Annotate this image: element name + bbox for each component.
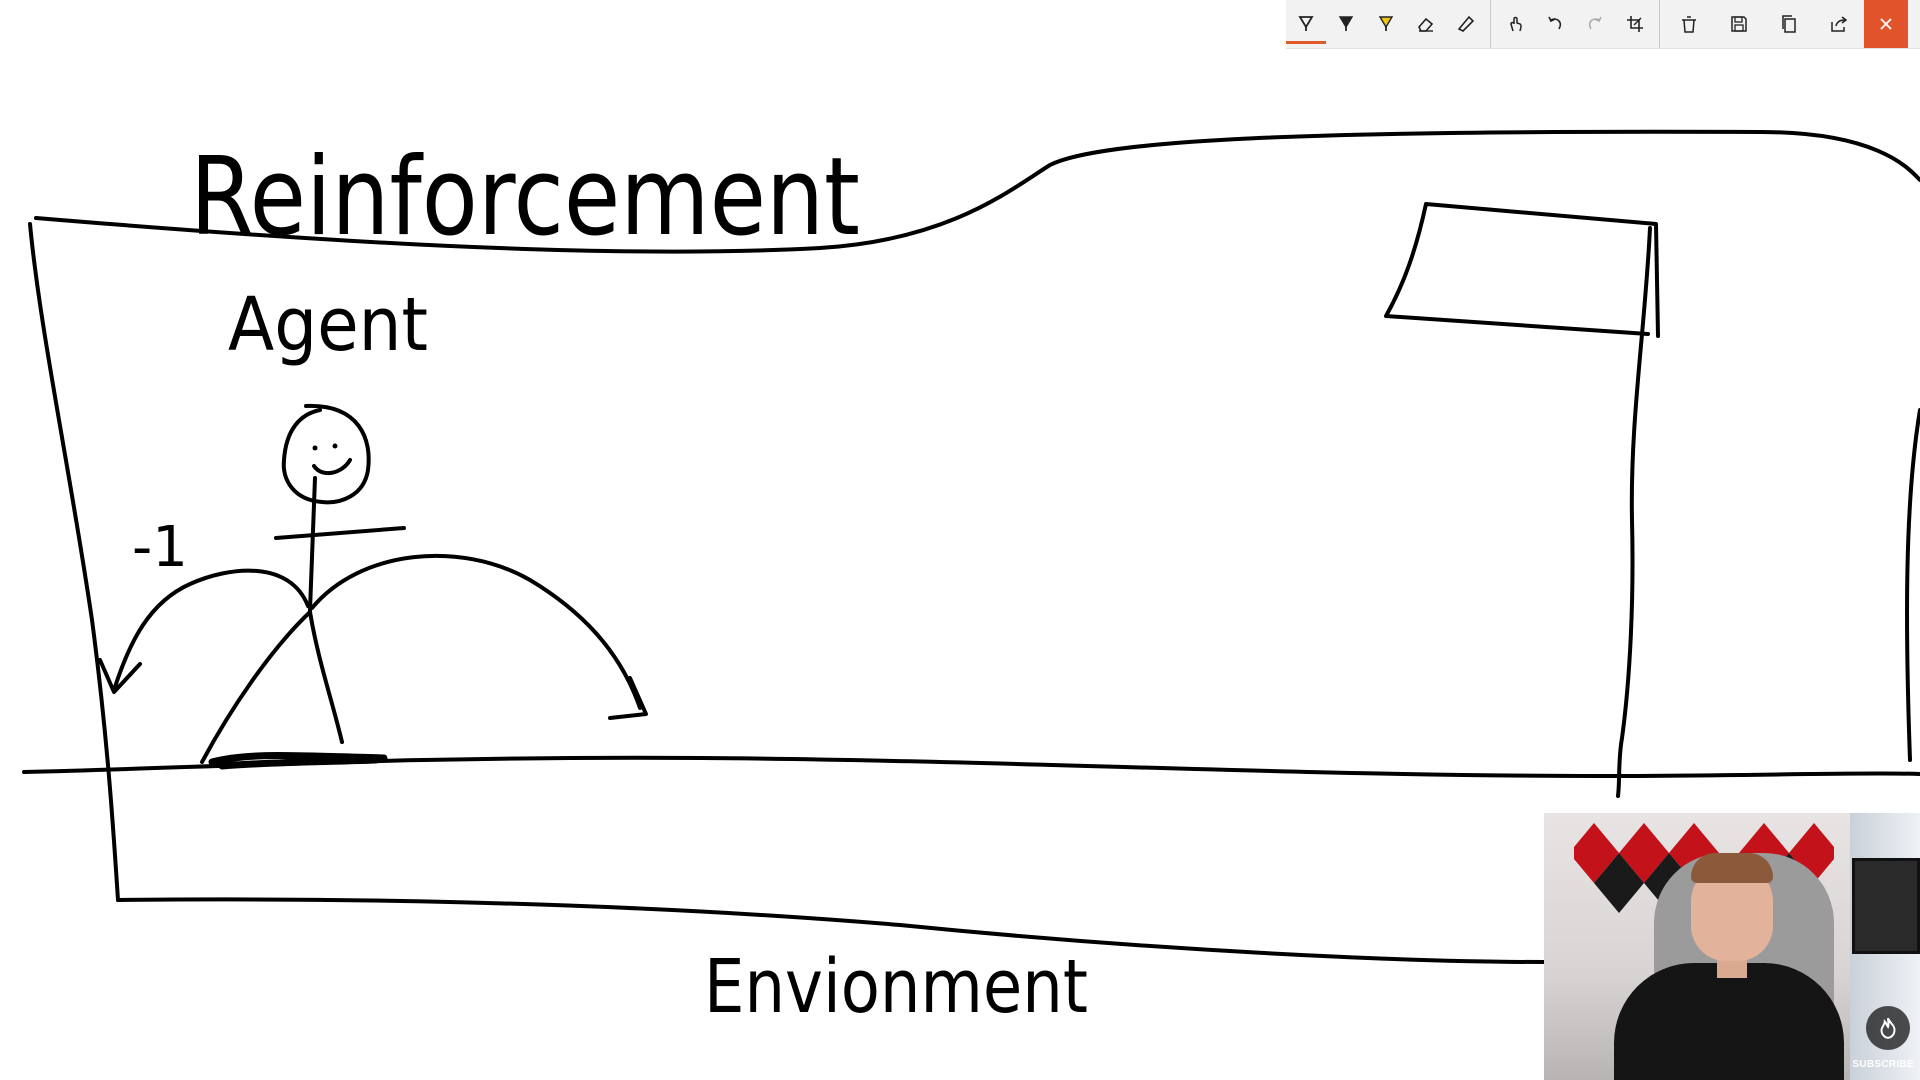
presenter-hair [1691, 853, 1773, 883]
crop-button[interactable] [1615, 0, 1655, 48]
agent-head [281, 403, 371, 505]
close-icon [1880, 18, 1892, 30]
touch-writing-button[interactable] [1495, 0, 1535, 48]
highlighter-icon [1378, 16, 1394, 31]
ink-toolbar [1286, 0, 1920, 49]
touch-icon [1510, 16, 1522, 32]
share-button[interactable] [1814, 0, 1864, 48]
crop-icon [1627, 16, 1643, 32]
pencil-button[interactable] [1326, 0, 1366, 48]
presenter-body [1614, 963, 1844, 1080]
title-reinforcement: Reinforcement [190, 135, 860, 260]
agent-eye-left [312, 445, 318, 451]
flag [1384, 202, 1660, 338]
subscribe-label[interactable]: SUBSCRIBE [1852, 1059, 1914, 1070]
environment-boundary [34, 129, 1920, 254]
flag-pole [1616, 226, 1652, 798]
eraser-button[interactable] [1406, 0, 1446, 48]
agent-smile [312, 458, 352, 476]
environment-left-edge [28, 222, 120, 902]
reward-label: -1 [132, 515, 188, 580]
save-icon [1731, 16, 1747, 32]
monitor [1852, 858, 1920, 954]
ballpoint-pen-button[interactable] [1286, 0, 1326, 48]
highlighter-button[interactable] [1366, 0, 1406, 48]
save-button[interactable] [1714, 0, 1764, 48]
agent-leg-left [200, 610, 312, 764]
pen-tools [1286, 0, 1486, 48]
environment-bottom-edge [116, 897, 1546, 964]
agent-body [308, 476, 317, 612]
ruler-button[interactable] [1446, 0, 1486, 48]
redo-button[interactable] [1575, 0, 1615, 48]
trash-icon [1682, 16, 1696, 33]
pen-icon [1298, 16, 1314, 31]
copy-icon [1782, 15, 1796, 33]
close-button[interactable] [1864, 0, 1908, 48]
undo-icon [1548, 16, 1562, 30]
arrow-left-head [98, 658, 142, 694]
undo-button[interactable] [1535, 0, 1575, 48]
subscribe-badge[interactable] [1866, 1006, 1910, 1050]
environment-label: Envionment [704, 944, 1088, 1030]
copy-button[interactable] [1764, 0, 1814, 48]
arrow-right-head [608, 676, 648, 720]
redo-icon [1588, 16, 1602, 30]
agent-arms [274, 526, 406, 540]
arrow-right-arc [310, 553, 642, 710]
arrow-left-arc [112, 568, 310, 692]
environment-right-edge [1905, 408, 1920, 762]
toolbar-divider [1659, 0, 1660, 48]
edit-tools [1495, 0, 1655, 48]
agent-eye-right [332, 443, 338, 449]
eraser-icon [1418, 17, 1434, 32]
toolbar-divider [1490, 0, 1491, 48]
ruler-icon [1457, 15, 1475, 32]
file-tools [1664, 0, 1864, 48]
pencil-icon [1338, 16, 1354, 31]
agent-feet-scribble [208, 752, 388, 770]
agent-leg-right [308, 610, 344, 744]
webcam-overlay: SUBSCRIBE [1544, 813, 1920, 1080]
flame-icon [1880, 1017, 1896, 1039]
delete-button[interactable] [1664, 0, 1714, 48]
agent-label: Agent [228, 282, 428, 368]
share-icon [1831, 16, 1848, 32]
